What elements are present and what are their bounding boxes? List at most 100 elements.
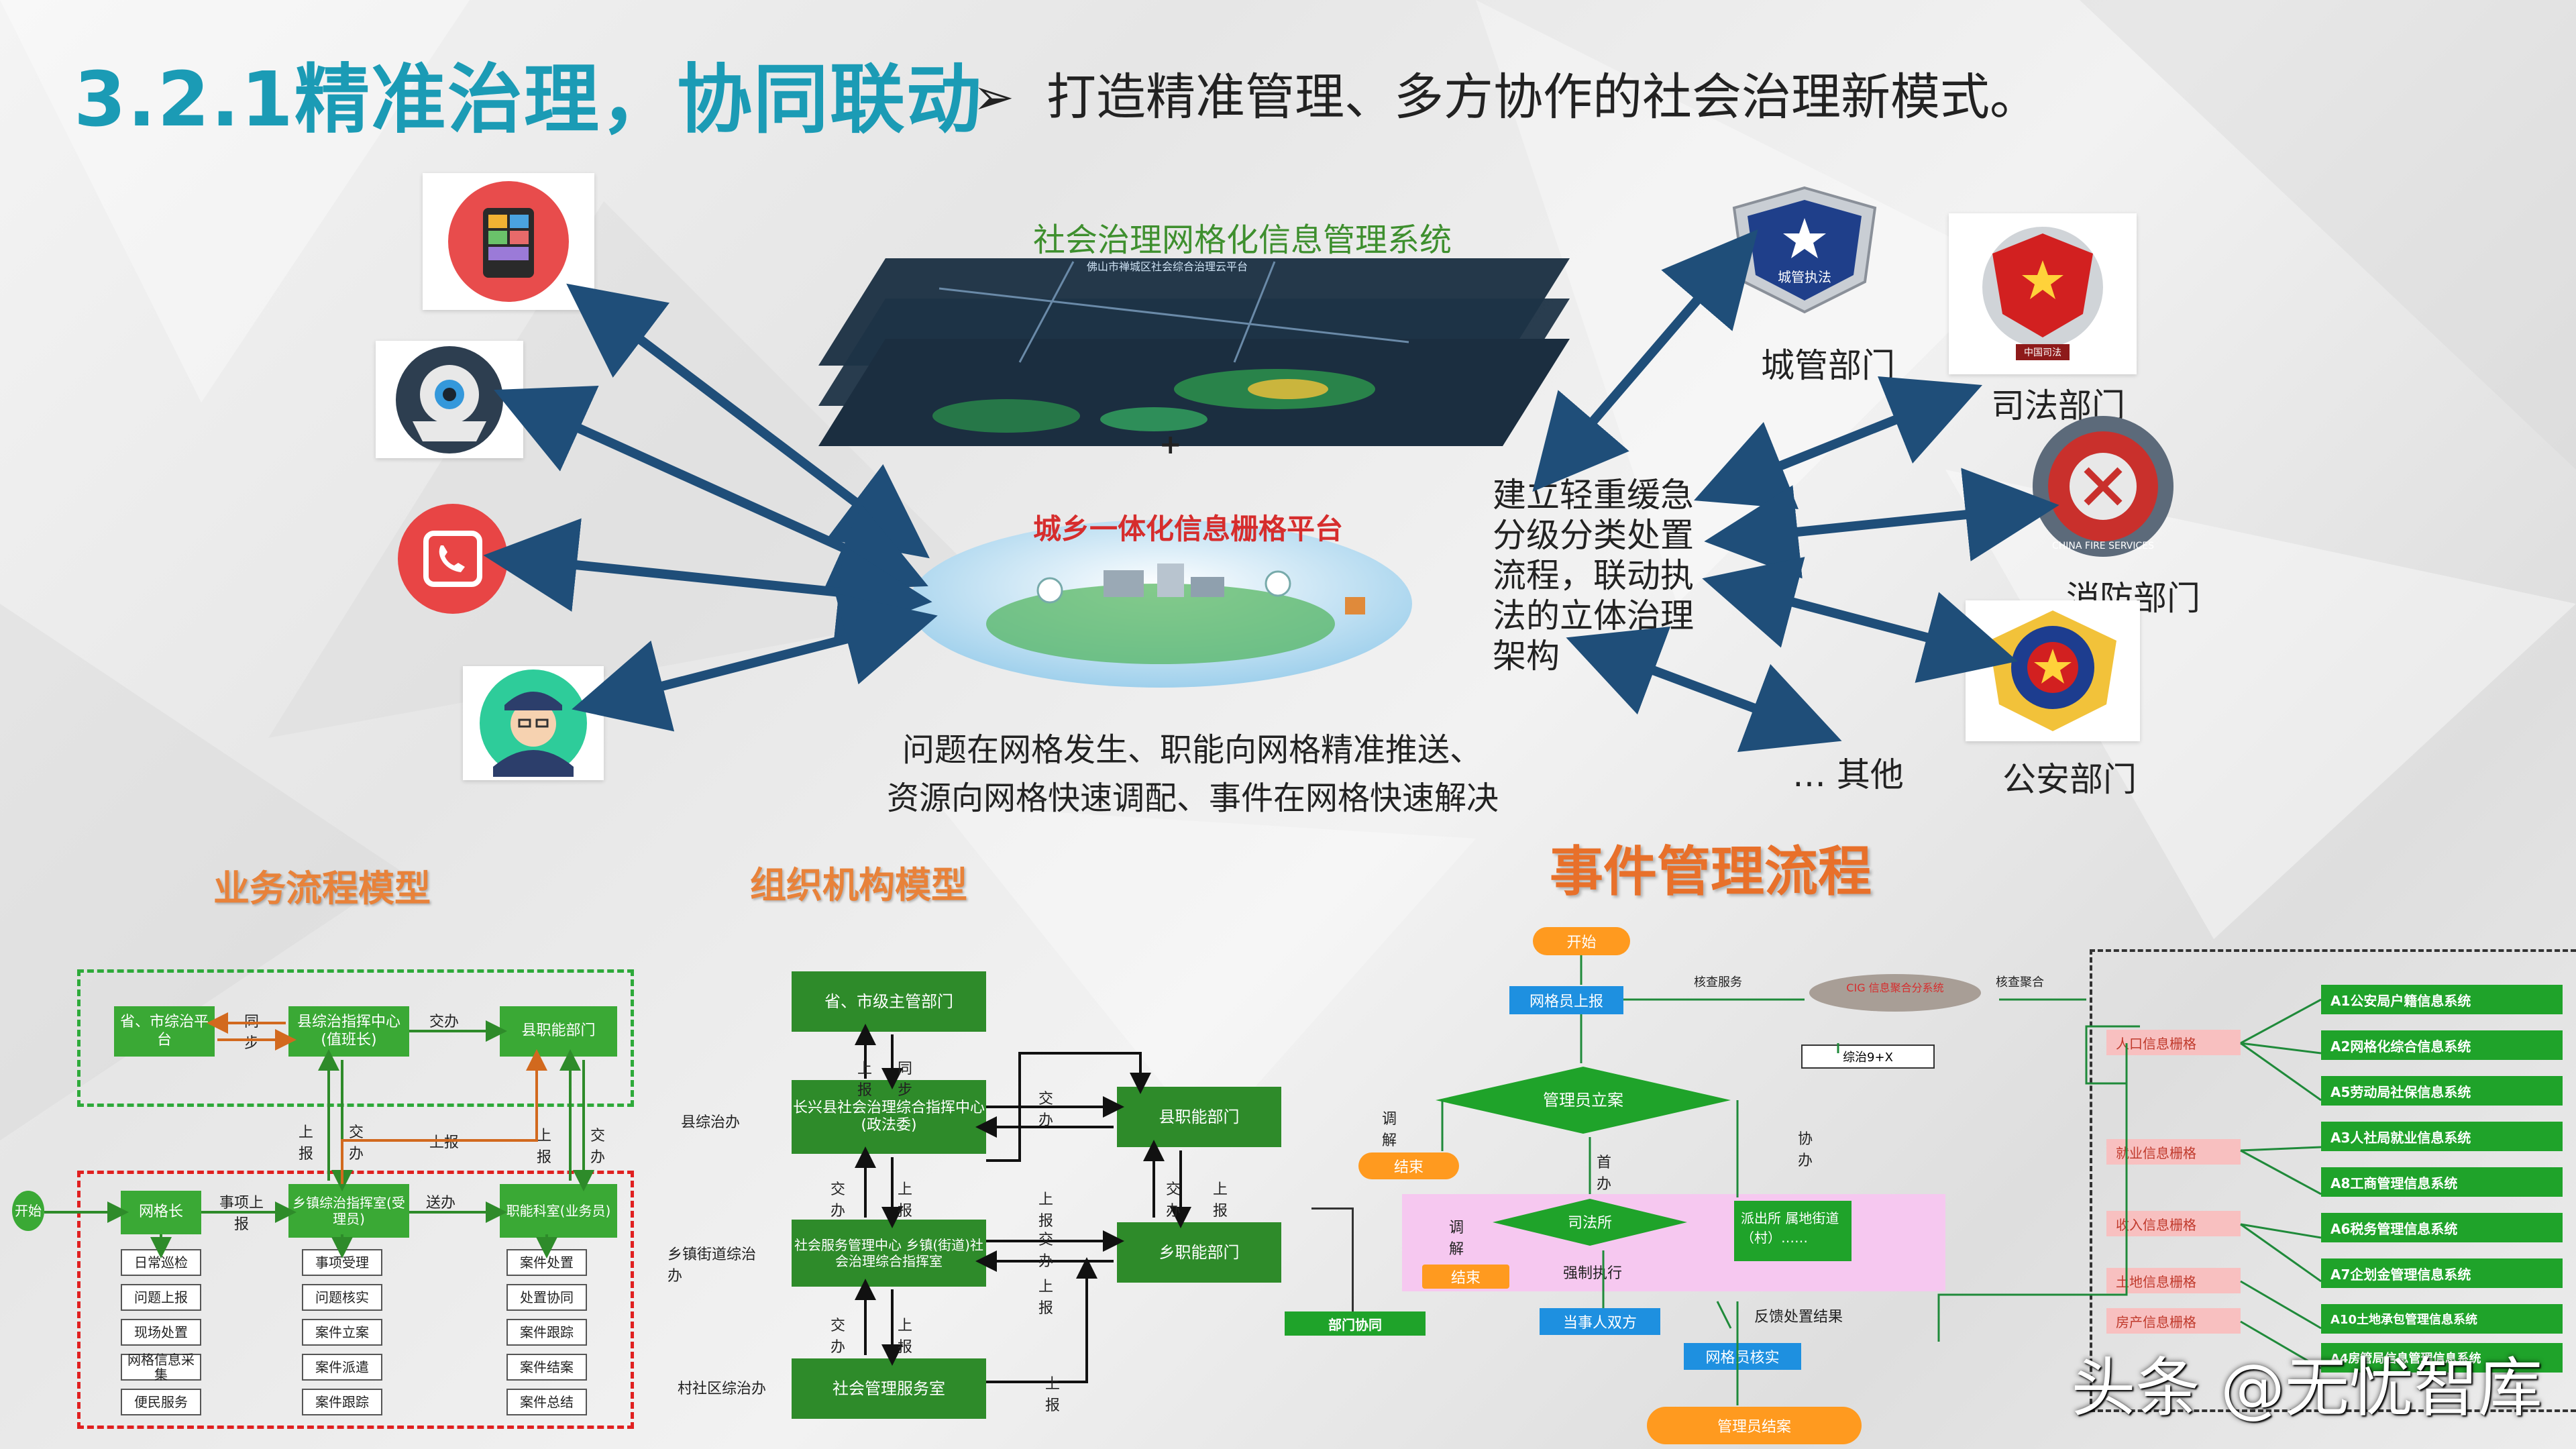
section-business-title: 业务流程模型	[213, 867, 431, 910]
evt-check-aggregate: 核查聚合	[1996, 975, 2044, 989]
label-send: 送办	[426, 1195, 456, 1212]
evt-judicial-text: 司法所	[1568, 1215, 1612, 1232]
node-gridman: 网格长	[121, 1191, 201, 1234]
evt-manager-text: 管理员立案	[1543, 1091, 1623, 1110]
node-province-platform: 省、市综治平台	[114, 1006, 215, 1057]
org-town-depts: 乡职能部门	[1117, 1222, 1281, 1283]
system-item: A8工商管理信息系统	[2321, 1167, 2563, 1197]
section-event-title: 事件管理流程	[1550, 841, 1872, 903]
evt-dept-coop: 部门协同	[1285, 1311, 1426, 1336]
sifa-badge-text: 中国司法	[2024, 347, 2061, 358]
org-level-town: 乡镇街道综治办	[667, 1246, 757, 1285]
gongan-badge-icon	[1989, 610, 2116, 731]
org-town-center: 社会服务管理中心 乡镇(街道)社会治理综合指挥室	[792, 1220, 986, 1287]
caption-line-2: 资源向网格快速调配、事件在网格快速解决	[887, 780, 1499, 817]
org-label: 交办	[830, 1318, 846, 1356]
task-item: 处置协同	[506, 1284, 587, 1311]
task-item: 案件结案	[506, 1354, 587, 1381]
org-label: 上报	[1213, 1181, 1228, 1220]
business-bottom-zone	[77, 1171, 634, 1429]
label-report2: 上报	[537, 1128, 552, 1166]
org-level-village: 村社区综治办	[678, 1381, 767, 1397]
node-func-office: 职能科室(业务员)	[500, 1184, 617, 1238]
task-item: 问题上报	[121, 1284, 201, 1311]
org-province-depts: 省、市级主管部门	[792, 971, 986, 1032]
evt-cig-cloud: CIG 信息聚合分系统	[1809, 974, 1981, 1012]
tablet-icon-card	[423, 173, 594, 310]
system-title: 社会治理网格化信息管理系统	[1033, 221, 1452, 259]
task-item: 现场处置	[121, 1319, 201, 1346]
evt-verify: 网格员核实	[1684, 1343, 1801, 1370]
task-item: 案件处置	[506, 1249, 587, 1276]
xiaofang-badge-text: CHINA FIRE SERVICES	[2052, 541, 2154, 551]
evt-end2: 结束	[1422, 1265, 1509, 1289]
task-item: 案件跟踪	[506, 1319, 587, 1346]
node-start: 开始	[12, 1191, 44, 1231]
task-item: 网格信息采集	[121, 1352, 201, 1382]
gridman-tasks: 日常巡检 问题上报 现场处置 网格信息采集 便民服务	[121, 1249, 201, 1415]
camera-icon	[396, 346, 503, 453]
label-handover: 交办	[429, 1014, 460, 1030]
gongan-badge-card	[1966, 600, 2140, 741]
system-item: A10土地承包管理信息系统	[2321, 1304, 2563, 1334]
business-top-zone	[77, 969, 634, 1107]
org-label: 上报	[857, 1061, 873, 1099]
org-label: 交办	[1166, 1181, 1181, 1220]
map-header-text: 佛山市禅城区社会综合治理云平台	[1087, 260, 1248, 273]
phone-icon	[398, 504, 508, 614]
evt-start: 开始	[1533, 927, 1630, 955]
task-item: 案件总结	[506, 1389, 587, 1415]
system-list: A1公安局户籍信息系统 A2网格化综合信息系统 A5劳动局社保信息系统 A3人社…	[2321, 985, 2563, 1373]
framework-line: 流程，联动执	[1493, 556, 1694, 595]
system-item: A4房管局信息管理信息系统	[2321, 1343, 2563, 1373]
system-item: A3人社局就业信息系统	[2321, 1122, 2563, 1151]
top-connection-arrows	[483, 229, 2059, 752]
section-org-title: 组织机构模型	[750, 864, 967, 906]
task-item: 便民服务	[121, 1389, 201, 1415]
evt-label-feedback: 反馈处置结果	[1754, 1309, 1843, 1326]
task-item: 日常巡检	[121, 1249, 201, 1276]
org-label: 同步	[898, 1061, 913, 1099]
task-item: 问题核实	[302, 1284, 382, 1311]
tablet-icon	[448, 181, 569, 302]
evt-label-enforce: 强制执行	[1563, 1265, 1623, 1282]
caption-line-1: 问题在网格发生、职能向网格精准推送、	[902, 731, 1483, 769]
label-feedback: 上报	[429, 1134, 460, 1151]
evt-judicial-diamond: 司法所	[1493, 1199, 1687, 1246]
org-village-room: 社会管理服务室	[792, 1358, 986, 1419]
phone-icon-wrap	[386, 500, 520, 617]
grid-employment: 就业信息栅格	[2106, 1139, 2241, 1165]
event-flow-lines	[1441, 955, 2322, 1405]
officer-avatar-icon	[480, 669, 587, 777]
page-title: 3.2.1精准治理，协同联动	[74, 56, 983, 144]
org-arrows	[855, 1024, 1191, 1383]
func-tasks: 案件处置 处置协同 案件跟踪 案件结案 案件总结	[506, 1249, 587, 1415]
business-flow-arrows	[44, 1012, 594, 1258]
grid-land: 土地信息栅格	[2106, 1268, 2241, 1293]
grid-income: 收入信息栅格	[2106, 1211, 2241, 1236]
platform-ellipse	[909, 520, 1412, 688]
task-item: 案件立案	[302, 1319, 382, 1346]
org-label: 交办	[1038, 1232, 1054, 1270]
chengguan-badge-text: 城管执法	[1778, 269, 1831, 285]
system-item: A7企划金管理信息系统	[2321, 1258, 2563, 1288]
org-label: 上报	[898, 1181, 913, 1220]
org-label: 上报	[1045, 1376, 1061, 1414]
xiaofang-badge-icon: CHINA FIRE SERVICES	[2033, 416, 2174, 557]
node-county-center: 县综治指挥中心(值班长)	[288, 1006, 409, 1057]
evt-cig-text: CIG 信息聚合分系统	[1846, 981, 1943, 994]
label-cross2: 交办	[590, 1128, 606, 1166]
org-county-depts: 县职能部门	[1117, 1087, 1281, 1147]
evt-label-first: 首办	[1597, 1155, 1612, 1193]
evt-end1: 结束	[1358, 1152, 1459, 1179]
evt-party: 当事人双方	[1540, 1308, 1660, 1335]
label-event-report: 事项上报	[219, 1195, 264, 1233]
center-tasks: 事项受理 问题核实 案件立案 案件派遣 案件跟踪	[302, 1249, 382, 1415]
framework-line: 分级分类处置	[1493, 516, 1694, 555]
evt-manager-diamond: 管理员立案	[1436, 1067, 1731, 1134]
system-item: A1公安局户籍信息系统	[2321, 985, 2563, 1014]
org-label: 上报	[898, 1318, 913, 1356]
org-label: 上报	[1038, 1191, 1054, 1230]
evt-label-mediate2: 调解	[1449, 1220, 1464, 1258]
org-county-center: 长兴县社会治理综合指挥中心(政法委)	[792, 1080, 986, 1154]
